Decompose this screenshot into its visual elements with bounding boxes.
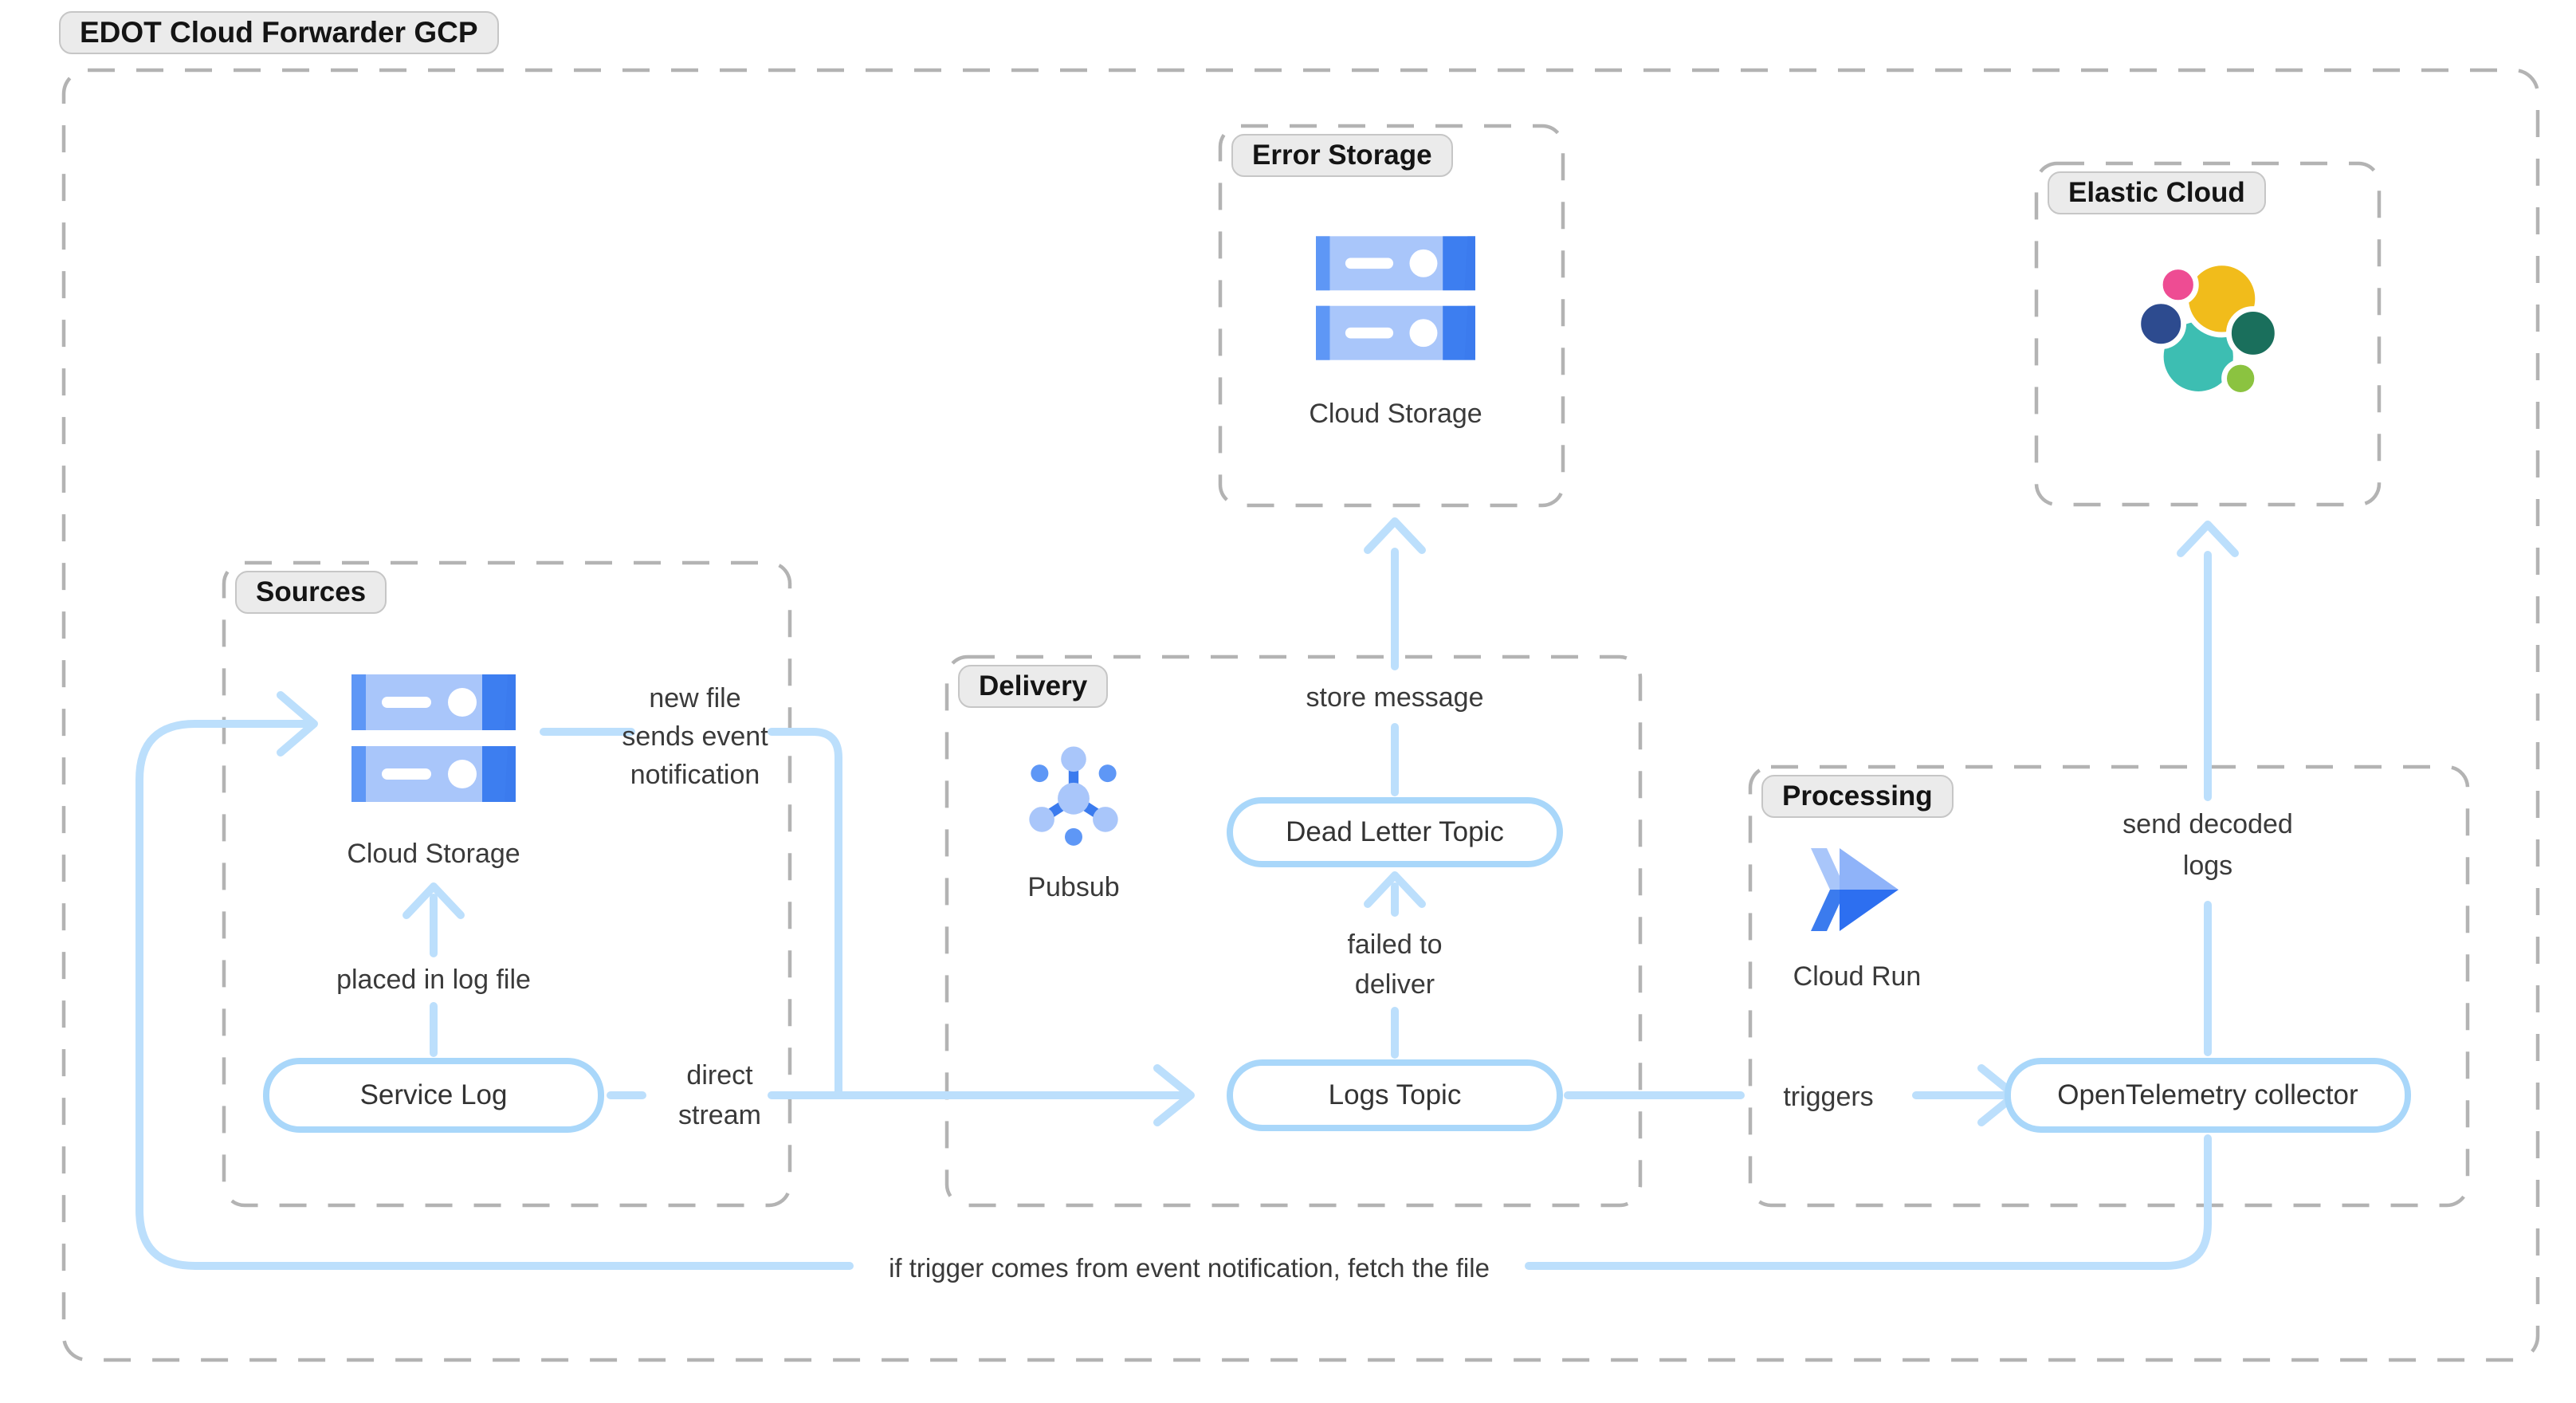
edge-loop-left xyxy=(135,720,854,1270)
failed-to-deliver-note-line1: failed to xyxy=(1347,929,1443,960)
edge-newfile-down xyxy=(768,728,842,1099)
logs-topic-node: Logs Topic xyxy=(1227,1059,1563,1131)
processing-group-label: Processing xyxy=(1761,775,1954,818)
direct-stream-note: direct stream xyxy=(648,1055,791,1135)
cloud-storage-icon xyxy=(1316,236,1475,360)
edge-failed-arrowhead xyxy=(1364,871,1426,908)
loop-condition-note: if trigger comes from event notification… xyxy=(889,1253,1490,1283)
failed-to-deliver-note-line2: deliver xyxy=(1354,969,1435,1000)
edge-loop-right xyxy=(1525,1134,2212,1270)
new-file-note: new file sends event notification xyxy=(575,679,815,794)
delivery-group-border xyxy=(944,654,1643,1208)
placed-in-log-file-note: placed in log file xyxy=(336,965,531,995)
triggers-note: triggers xyxy=(1783,1082,1874,1112)
outer-boundary-border xyxy=(61,68,2540,1362)
service-log-node: Service Log xyxy=(263,1058,604,1133)
error-storage-group-border xyxy=(1218,124,1565,508)
direct-stream-note-line2: stream xyxy=(678,1100,761,1130)
send-decoded-logs-note: send decoded logs xyxy=(2088,804,2327,886)
diagram-title: EDOT Cloud Forwarder GCP xyxy=(59,11,499,54)
otel-collector-node: OpenTelemetry collector xyxy=(2005,1058,2411,1133)
edge-placed-arrowhead xyxy=(402,882,465,919)
elastic-cloud-group-label: Elastic Cloud xyxy=(2048,171,2266,214)
edge-loop-arrowhead xyxy=(277,691,318,757)
dead-letter-topic-node: Dead Letter Topic xyxy=(1227,797,1563,867)
cloud-run-label: Cloud Run xyxy=(1793,961,1922,992)
pubsub-icon xyxy=(1029,746,1118,846)
elastic-cloud-group-border xyxy=(2034,161,2382,507)
cloud-storage-error-label: Cloud Storage xyxy=(1309,399,1482,429)
error-storage-group-label: Error Storage xyxy=(1231,134,1453,177)
edge-decoded-arrowhead xyxy=(2177,521,2239,557)
delivery-group-label: Delivery xyxy=(958,665,1109,708)
sources-group-border xyxy=(222,560,792,1208)
new-file-note-line1: new file xyxy=(649,683,741,713)
cloud-storage-sources-label: Cloud Storage xyxy=(347,839,520,869)
send-decoded-logs-note-line2: logs xyxy=(2182,851,2233,881)
pubsub-label: Pubsub xyxy=(1027,872,1120,902)
store-message-note: store message xyxy=(1306,682,1484,713)
direct-stream-note-line1: direct xyxy=(686,1060,753,1091)
sources-group-label: Sources xyxy=(235,571,387,614)
cloud-run-icon xyxy=(1811,848,1899,931)
elastic-logo-icon xyxy=(2135,260,2280,398)
new-file-note-line3: notification xyxy=(630,760,760,790)
processing-group-border xyxy=(1748,764,2470,1208)
cloud-storage-icon xyxy=(351,674,516,802)
edge-direct-arrowhead xyxy=(1153,1064,1195,1126)
send-decoded-logs-note-line1: send decoded xyxy=(2122,809,2293,839)
new-file-note-line2: sends event xyxy=(622,721,768,752)
edge-store-arrowhead xyxy=(1364,517,1426,554)
failed-to-deliver-note: failed to deliver xyxy=(1315,925,1475,1004)
